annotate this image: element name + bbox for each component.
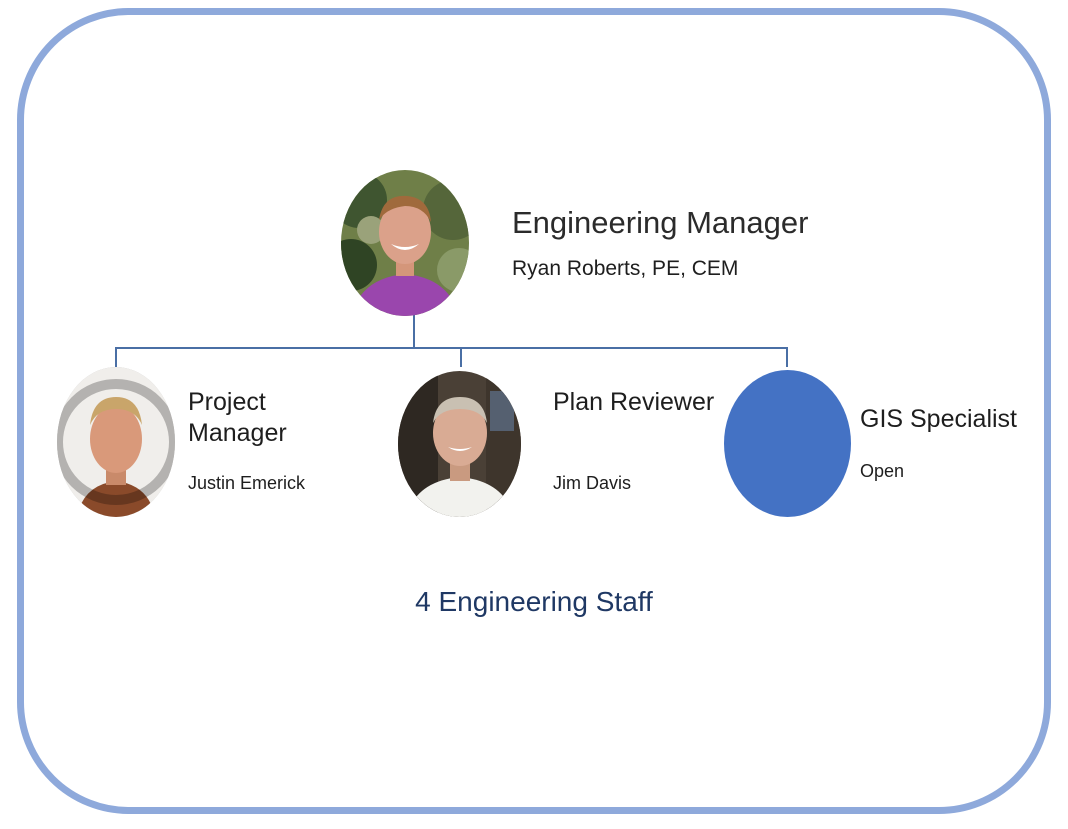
gis-specialist-status: Open [860,461,905,481]
connector-trunk [413,312,415,348]
plan-reviewer-photo [398,371,521,517]
project-manager-title: Project Manager [188,388,287,447]
project-manager-name: Justin Emerick [188,473,306,493]
open-position-circle [724,370,851,517]
rounded-frame [17,8,1051,814]
connector-drop-right [786,347,788,367]
connector-drop-left [115,347,117,367]
manager-title: Engineering Manager [512,205,809,240]
project-manager-photo [57,367,175,517]
manager-name: Ryan Roberts, PE, CEM [512,257,739,280]
gis-specialist-title: GIS Specialist [860,405,1018,433]
connector-drop-middle [460,347,462,367]
plan-reviewer-title: Plan Reviewer [553,388,715,416]
manager-photo [341,170,469,316]
staff-count-caption: 4 Engineering Staff [415,586,653,617]
plan-reviewer-name: Jim Davis [553,473,632,493]
connector-bar [115,347,788,349]
